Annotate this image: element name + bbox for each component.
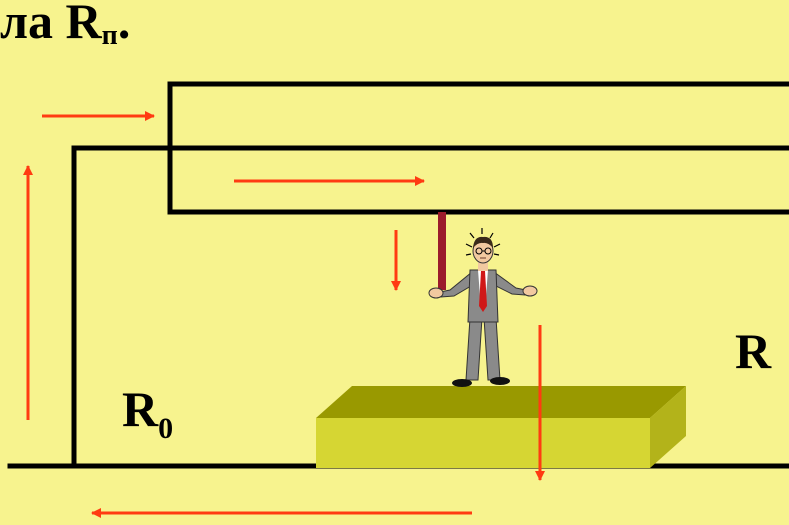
insulating-platform — [316, 386, 686, 468]
r0-letter: R — [122, 381, 159, 437]
left-return-wire — [71, 145, 789, 469]
platform-top — [316, 386, 686, 418]
r0-subscript: 0 — [158, 412, 174, 445]
person-shrugging-icon — [428, 228, 538, 387]
touch-post — [438, 212, 446, 290]
slide-title-fragment: ла Rп. — [0, 0, 131, 50]
title-suffix: . — [117, 0, 131, 49]
platform-front — [316, 418, 650, 468]
r0-label: R0 — [122, 381, 173, 444]
current-arrows — [23, 111, 545, 518]
title-subscript: п — [101, 20, 118, 51]
title-prefix: ла R — [0, 0, 102, 49]
platform-side — [650, 386, 686, 468]
top-wire-bracket — [167, 81, 789, 215]
r-right-label: R — [735, 323, 772, 379]
